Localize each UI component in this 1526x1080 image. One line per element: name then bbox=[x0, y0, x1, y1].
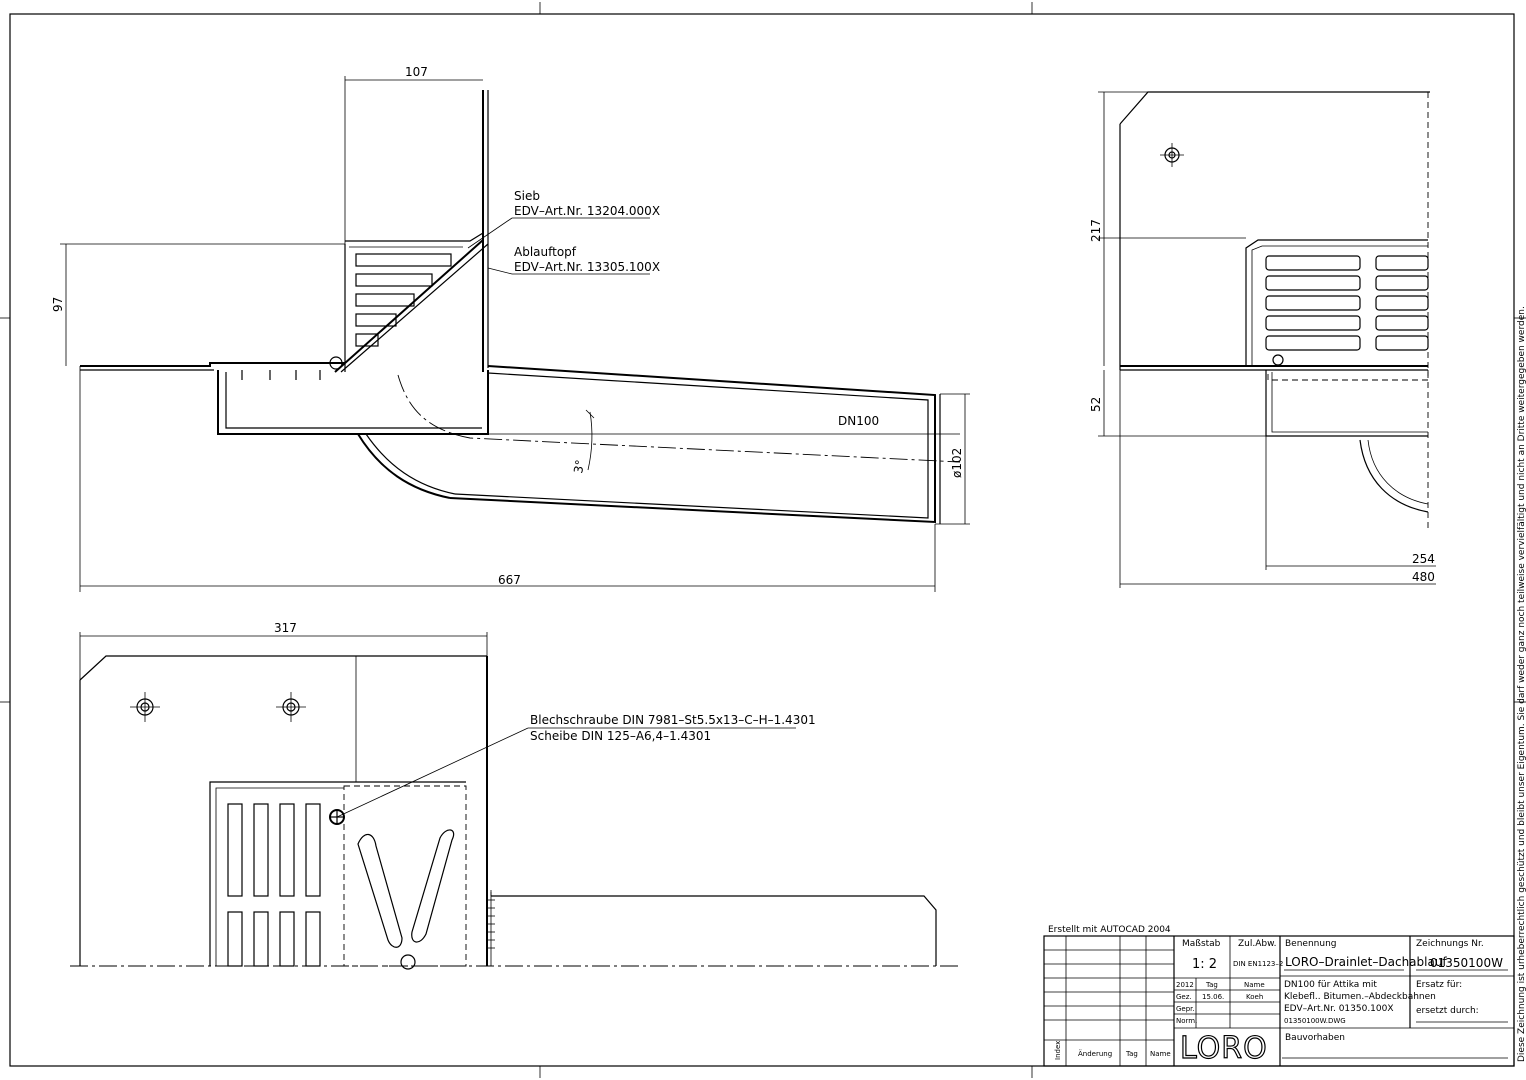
zul-abw-value: DIN EN1123–2 bbox=[1233, 960, 1283, 968]
mounting-hole-2 bbox=[276, 692, 306, 722]
callout-screw: Blechschraube DIN 7981–St5.5x13–C–H–1.43… bbox=[336, 713, 816, 818]
name-col-label: Name bbox=[1150, 1050, 1171, 1058]
callout-washer-text: Scheibe DIN 125–A6,4–1.4301 bbox=[530, 729, 711, 743]
callout-ablauf-art: EDV–Art.Nr. 13305.100X bbox=[514, 260, 660, 274]
zul-abw-label: Zul.Abw. bbox=[1238, 939, 1277, 949]
created-with: Erstellt mit AUTOCAD 2004 bbox=[1048, 925, 1171, 935]
callout-sieb-art: EDV–Art.Nr. 13204.000X bbox=[514, 204, 660, 218]
year: 2012 bbox=[1176, 981, 1194, 989]
name-label: Name bbox=[1244, 981, 1265, 989]
ersatz-fuer: Ersatz für: bbox=[1416, 980, 1462, 990]
index-label: Index bbox=[1054, 1041, 1062, 1060]
benennung-label: Benennung bbox=[1285, 939, 1336, 949]
dim-480: 480 bbox=[1412, 570, 1435, 584]
desc-line-1: DN100 für Attika mit bbox=[1284, 980, 1377, 990]
gepr-label: Gepr. bbox=[1176, 1005, 1195, 1013]
desc-line-3: EDV–Art.Nr. 01350.100X bbox=[1284, 1004, 1394, 1014]
dim-254: 254 bbox=[1412, 552, 1435, 566]
callout-ablauftopf: Ablauftopf EDV–Art.Nr. 13305.100X bbox=[487, 245, 660, 275]
dim-107: 107 bbox=[405, 65, 428, 79]
dim-97: 97 bbox=[51, 297, 65, 312]
benennung-value: LORO–Drainlet–Dachablauf bbox=[1285, 955, 1447, 969]
dim-52: 52 bbox=[1089, 397, 1103, 412]
sieve-slats bbox=[355, 253, 452, 347]
gez-name: Koeh bbox=[1246, 993, 1263, 1001]
plan-view bbox=[70, 655, 960, 970]
norm-label: Norm. bbox=[1176, 1017, 1197, 1025]
end-view-slats bbox=[1265, 255, 1429, 351]
massstab-label: Maßstab bbox=[1182, 939, 1221, 949]
loro-logo: LORO bbox=[1180, 1031, 1268, 1066]
dim-dn100: DN100 bbox=[838, 414, 879, 428]
massstab-value: 1: 2 bbox=[1192, 957, 1217, 972]
tag-col-label: Tag bbox=[1125, 1050, 1138, 1058]
section-view bbox=[80, 90, 961, 524]
title-block: Erstellt mit AUTOCAD 2004 Maßstab bbox=[1043, 925, 1515, 1067]
callout-sieb: Sieb EDV–Art.Nr. 13204.000X bbox=[467, 189, 660, 249]
desc-line-2: Klebefl.. Bitumen.–Abdeckbahnen bbox=[1284, 992, 1436, 1002]
aenderung-label: Änderung bbox=[1078, 1049, 1112, 1058]
end-view-dimensions: 217 52 254 480 bbox=[1089, 91, 1436, 588]
callout-sieb-title: Sieb bbox=[514, 189, 540, 203]
callout-ablauf-title: Ablauftopf bbox=[514, 245, 577, 259]
dim-217: 217 bbox=[1089, 219, 1103, 242]
bauvorhaben-label: Bauvorhaben bbox=[1285, 1033, 1345, 1043]
dim-d102: ø102 bbox=[950, 448, 964, 478]
desc-line-4: 01350100W.DWG bbox=[1284, 1017, 1346, 1025]
v-slots bbox=[357, 829, 455, 948]
mounting-hole-1 bbox=[130, 692, 160, 722]
zeichnungs-value: 01350100W bbox=[1430, 956, 1503, 970]
dim-667: 667 bbox=[498, 573, 521, 587]
callout-screw-text: Blechschraube DIN 7981–St5.5x13–C–H–1.43… bbox=[530, 713, 816, 727]
copyright-notice: Diese Zeichnung ist urheberrechtlich ges… bbox=[1517, 306, 1526, 1062]
zeichnungs-label: Zeichnungs Nr. bbox=[1416, 939, 1484, 949]
dim-317: 317 bbox=[274, 621, 297, 635]
ersetzt-durch: ersetzt durch: bbox=[1416, 1006, 1479, 1016]
plan-dimensions: 317 bbox=[79, 621, 488, 680]
gez-label: Gez. bbox=[1176, 993, 1192, 1001]
end-view bbox=[1119, 91, 1430, 530]
wall-hatch bbox=[487, 899, 495, 949]
section-dimensions: 107 97 667 3° DN100 ø102 bbox=[51, 65, 970, 592]
plan-slots bbox=[227, 803, 321, 967]
tag-label: Tag bbox=[1205, 981, 1218, 989]
gez-date: 15.06. bbox=[1202, 993, 1224, 1001]
dim-3deg: 3° bbox=[571, 459, 587, 475]
